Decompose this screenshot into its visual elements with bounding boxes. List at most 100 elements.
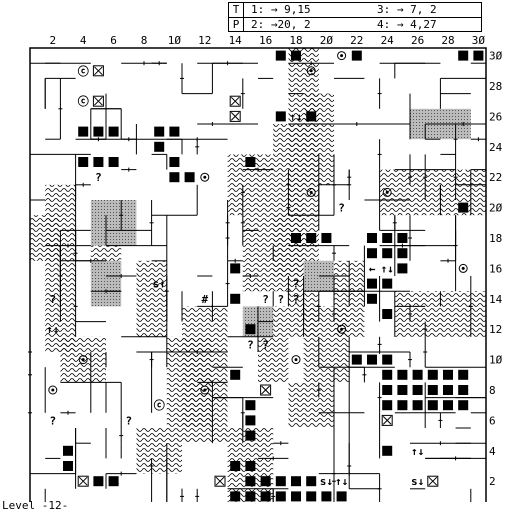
y-tick-label: 3Ø	[489, 50, 503, 63]
solid-block	[245, 324, 256, 335]
solid-block	[275, 491, 286, 502]
solid-block	[230, 263, 241, 274]
map-marker: ↑↓	[411, 445, 424, 458]
solid-block	[230, 369, 241, 380]
ring-marker	[48, 385, 58, 395]
solid-block	[291, 491, 301, 502]
y-tick-label: 4	[489, 445, 496, 458]
solid-block	[382, 248, 393, 259]
ring-center	[309, 69, 313, 73]
solid-block	[245, 415, 256, 426]
solid-block	[382, 385, 393, 395]
solid-block	[260, 476, 271, 487]
map-marker: ↑↓	[335, 475, 348, 488]
crate-x	[382, 416, 392, 425]
ring-center	[309, 190, 313, 194]
level-indicator: Level -12-	[2, 499, 69, 512]
map-marker: ↑↓	[381, 262, 394, 275]
teleport-slot-2: 2: →20, 2	[251, 18, 311, 31]
ring-center	[157, 130, 161, 134]
map-marker: #	[201, 293, 208, 306]
solid-block	[382, 369, 393, 380]
solid-block	[63, 445, 73, 456]
solid-block	[78, 126, 89, 137]
x-tick-label: 3Ø	[472, 34, 486, 47]
ring-center	[203, 388, 207, 392]
solid-block	[245, 461, 256, 471]
solid-block	[458, 385, 469, 395]
solid-block	[291, 233, 301, 243]
teleport-slot-4: 4: → 4,27	[377, 18, 437, 31]
solid-block	[367, 278, 377, 289]
ring-center	[385, 190, 389, 194]
solid-block	[275, 111, 286, 122]
map-marker: ?	[247, 338, 254, 351]
ring-marker	[154, 127, 164, 137]
solid-block	[443, 385, 453, 395]
solid-block	[184, 172, 195, 183]
shaded-room	[90, 200, 137, 246]
y-tick-label: 24	[489, 141, 503, 154]
solid-block	[63, 461, 73, 471]
x-tick-label: 12	[198, 34, 211, 47]
solid-block	[306, 111, 317, 122]
x-tick-label: 2Ø	[320, 34, 334, 47]
solid-block	[245, 491, 256, 502]
water-area	[288, 382, 334, 428]
y-tick-label: 28	[489, 80, 502, 93]
map-marker: ↑↓	[289, 110, 302, 123]
ring-center	[461, 266, 465, 270]
solid-block	[321, 233, 332, 243]
panel-divider	[229, 17, 481, 18]
y-tick-label: 26	[489, 110, 502, 123]
map-marker: ?	[277, 293, 284, 306]
map-marker: ?	[49, 293, 56, 306]
solid-block	[78, 157, 89, 167]
x-tick-label: 8	[141, 34, 148, 47]
solid-block	[367, 354, 377, 365]
crate-x	[230, 96, 240, 106]
solid-block	[245, 476, 256, 487]
solid-block	[230, 461, 241, 471]
crate-x	[94, 96, 103, 106]
crate-x	[78, 476, 88, 486]
x-tick-label: 18	[289, 34, 302, 47]
ring-marker	[291, 355, 301, 365]
map-marker: ←	[369, 262, 376, 275]
x-tick-label: 2	[49, 34, 56, 47]
solid-block	[473, 50, 484, 61]
x-tick-label: 28	[441, 34, 454, 47]
solid-block	[154, 141, 165, 152]
panel-label-t: T	[229, 3, 244, 17]
solid-block	[108, 157, 119, 167]
solid-block	[169, 126, 180, 137]
solid-block	[427, 385, 438, 395]
y-tick-label: 12	[489, 323, 502, 336]
solid-block	[321, 491, 332, 502]
solid-block	[367, 248, 377, 259]
y-tick-label: 14	[489, 293, 503, 306]
water-area	[136, 428, 182, 474]
water-area	[136, 260, 167, 337]
ring-marker	[78, 355, 88, 365]
solid-block	[291, 50, 301, 61]
ring-center	[340, 54, 344, 58]
teleport-slot-3: 3: → 7, 2	[377, 3, 437, 16]
map-marker: ⓒ	[78, 64, 89, 78]
solid-block	[382, 278, 393, 289]
map-marker: s↓	[411, 475, 424, 488]
solid-block	[397, 248, 408, 259]
ring-marker	[200, 385, 210, 395]
solid-block	[245, 157, 256, 167]
panel-label-p: P	[229, 18, 244, 32]
map-marker: ↑↓	[46, 323, 59, 336]
solid-block	[427, 369, 438, 380]
solid-block	[108, 126, 119, 137]
solid-block	[443, 369, 453, 380]
ring-marker	[337, 324, 347, 334]
crate-x	[261, 385, 270, 395]
solid-block	[306, 476, 317, 487]
y-tick-label: 1Ø	[489, 354, 503, 367]
y-tick-label: 2Ø	[489, 202, 503, 215]
